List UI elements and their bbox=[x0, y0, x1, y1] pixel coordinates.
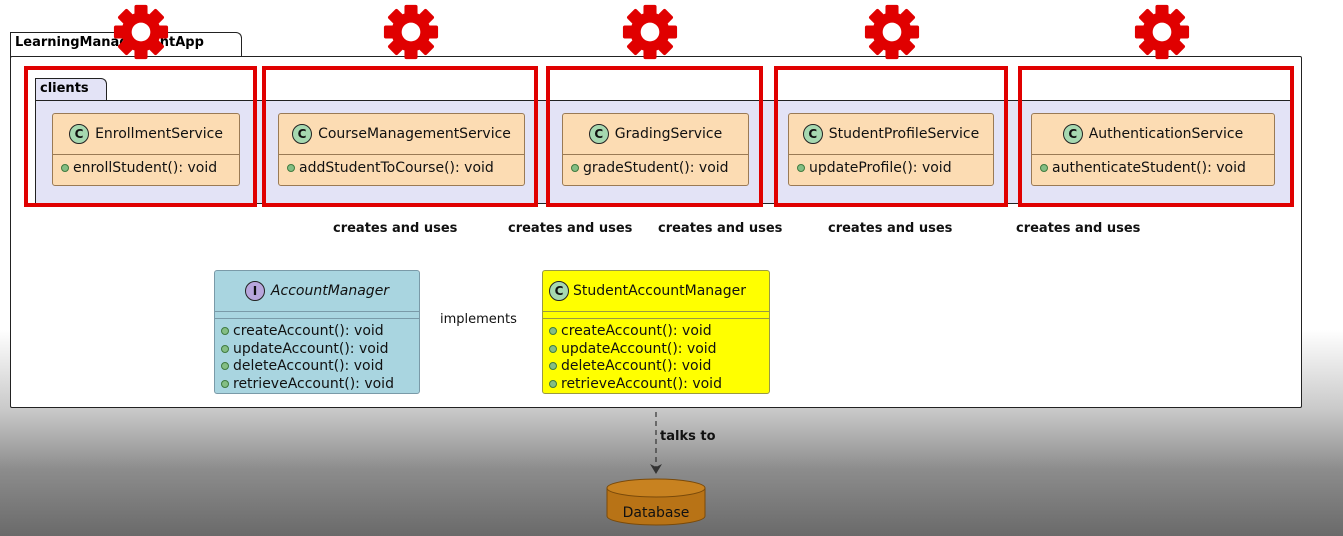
class-badge-icon: C bbox=[292, 124, 313, 144]
class-header: C CourseManagementService bbox=[279, 114, 524, 155]
class-name: CourseManagementService bbox=[318, 126, 511, 142]
class-header: C StudentProfileService bbox=[789, 114, 993, 155]
class-header: C StudentAccountManager bbox=[543, 271, 769, 312]
public-method-icon bbox=[797, 164, 805, 172]
edge-label-creates-and-uses: creates and uses bbox=[658, 221, 783, 236]
class-name: AuthenticationService bbox=[1088, 126, 1244, 142]
class-badge-icon: C bbox=[588, 124, 609, 144]
clients-package-tab: clients bbox=[35, 78, 107, 102]
public-method-icon bbox=[571, 164, 579, 172]
public-method-icon bbox=[61, 164, 69, 172]
gear-icon bbox=[864, 4, 920, 60]
interface-attributes-compartment bbox=[215, 312, 419, 319]
method-row: createAccount(): void bbox=[221, 323, 413, 341]
class-course-management-service[interactable]: C CourseManagementService addStudentToCo… bbox=[278, 113, 525, 186]
method-row: updateAccount(): void bbox=[549, 341, 763, 359]
interface-header: I AccountManager bbox=[215, 271, 419, 312]
public-method-icon bbox=[1040, 164, 1048, 172]
class-header: C EnrollmentService bbox=[53, 114, 239, 155]
class-name: StudentAccountManager bbox=[573, 283, 747, 299]
class-method: gradeStudent(): void bbox=[563, 155, 748, 183]
public-method-icon bbox=[549, 362, 557, 370]
interface-methods: createAccount(): void updateAccount(): v… bbox=[215, 319, 419, 397]
edge-label-creates-and-uses: creates and uses bbox=[828, 221, 953, 236]
gear-icon bbox=[383, 4, 439, 60]
public-method-icon bbox=[221, 344, 229, 353]
class-name: GradingService bbox=[614, 126, 723, 142]
class-method: enrollStudent(): void bbox=[53, 155, 239, 183]
class-authentication-service[interactable]: C AuthenticationService authenticateStud… bbox=[1031, 113, 1275, 186]
database-label: Database bbox=[622, 505, 690, 521]
interface-name: AccountManager bbox=[270, 283, 390, 299]
gear-icon bbox=[1134, 4, 1190, 60]
class-name: StudentProfileService bbox=[828, 126, 980, 142]
class-methods: createAccount(): void updateAccount(): v… bbox=[543, 319, 769, 397]
edge-label-creates-and-uses: creates and uses bbox=[333, 221, 458, 236]
public-method-icon bbox=[287, 164, 295, 172]
class-name: EnrollmentService bbox=[95, 126, 223, 142]
class-enrollment-service[interactable]: C EnrollmentService enrollStudent(): voi… bbox=[52, 113, 240, 186]
edge-label-creates-and-uses: creates and uses bbox=[508, 221, 633, 236]
method-row: deleteAccount(): void bbox=[549, 358, 763, 376]
gear-icon bbox=[113, 4, 169, 60]
public-method-icon bbox=[221, 327, 229, 335]
class-method: updateProfile(): void bbox=[789, 155, 993, 183]
public-method-icon bbox=[221, 379, 229, 388]
method-row: createAccount(): void bbox=[549, 323, 763, 341]
class-badge-icon: C bbox=[1062, 124, 1083, 144]
gear-icon bbox=[622, 4, 678, 60]
public-method-icon bbox=[549, 327, 557, 335]
edge-label-implements: implements bbox=[440, 312, 517, 327]
class-badge-icon: C bbox=[69, 124, 90, 144]
public-method-icon bbox=[549, 344, 557, 353]
edge-label-creates-and-uses: creates and uses bbox=[1016, 221, 1141, 236]
interface-account-manager[interactable]: I AccountManager createAccount(): void u… bbox=[214, 270, 420, 394]
method-row: deleteAccount(): void bbox=[221, 358, 413, 376]
class-badge-icon: C bbox=[802, 124, 823, 144]
clients-package-title: clients bbox=[40, 81, 89, 96]
class-student-account-manager[interactable]: C StudentAccountManager createAccount():… bbox=[542, 270, 770, 394]
class-student-profile-service[interactable]: C StudentProfileService updateProfile():… bbox=[788, 113, 994, 186]
class-badge-icon: C bbox=[549, 281, 569, 301]
package-title: LearningManagementApp bbox=[15, 35, 204, 50]
class-attributes-compartment bbox=[543, 312, 769, 319]
method-row: retrieveAccount(): void bbox=[221, 376, 413, 394]
interface-badge-icon: I bbox=[244, 281, 265, 301]
method-row: retrieveAccount(): void bbox=[549, 376, 763, 394]
class-method: authenticateStudent(): void bbox=[1032, 155, 1274, 183]
database-icon[interactable] bbox=[605, 478, 707, 526]
class-grading-service[interactable]: C GradingService gradeStudent(): void bbox=[562, 113, 749, 186]
class-header: C AuthenticationService bbox=[1032, 114, 1274, 155]
public-method-icon bbox=[221, 362, 229, 370]
edge-label-talks-to: talks to bbox=[660, 429, 716, 444]
class-method: addStudentToCourse(): void bbox=[279, 155, 524, 183]
method-row: updateAccount(): void bbox=[221, 341, 413, 359]
public-method-icon bbox=[549, 379, 557, 388]
class-header: C GradingService bbox=[563, 114, 748, 155]
